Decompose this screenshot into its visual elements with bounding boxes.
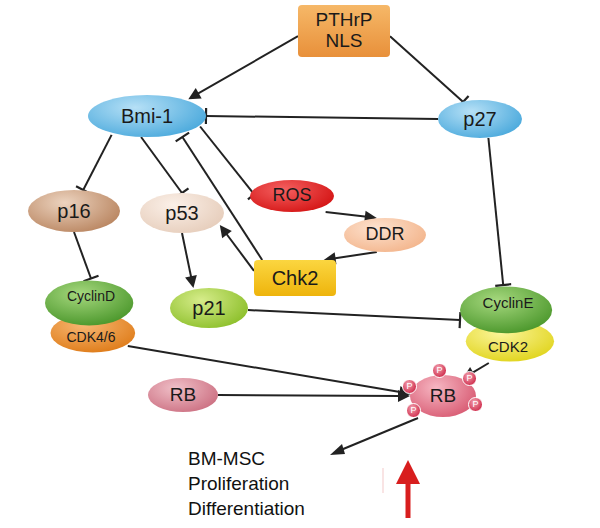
protein-ellipse: p53 bbox=[140, 193, 224, 233]
up-arrow-shaft bbox=[406, 480, 411, 518]
outcome-label: BM-MSC Proliferation Differentiation bbox=[188, 446, 353, 521]
node-label: CDK2 bbox=[488, 339, 528, 364]
phospho-dot: P bbox=[468, 397, 483, 412]
protein-ellipse: p16 bbox=[28, 190, 120, 232]
inhibition-connector bbox=[390, 36, 469, 108]
inhibition-connector bbox=[248, 310, 460, 328]
node-label: CDK4/6 bbox=[66, 330, 115, 353]
result-line bbox=[336, 418, 418, 452]
phospho-dot: P bbox=[432, 363, 447, 378]
node-label: ROS bbox=[272, 186, 311, 206]
phospho-dot: P bbox=[402, 379, 417, 394]
inhibition-connector bbox=[206, 108, 438, 124]
cyclin-complex: CyclinD CDK4/6 bbox=[45, 279, 137, 354]
phospho-label: P bbox=[466, 374, 472, 383]
node-label: p16 bbox=[57, 200, 90, 222]
activation-connector bbox=[218, 390, 410, 402]
phospho-label: P bbox=[410, 406, 416, 415]
activation-connector bbox=[188, 36, 298, 99]
protein-ellipse: DDR bbox=[344, 218, 426, 252]
protein-ellipse: p21 bbox=[170, 288, 248, 328]
inhibition-connector bbox=[141, 137, 188, 198]
stimulus-box: PTHrP NLS bbox=[298, 5, 390, 57]
node-label: Bmi-1 bbox=[121, 105, 173, 127]
inhibition-connector bbox=[488, 138, 511, 286]
inhibition-connector bbox=[74, 232, 99, 281]
activation-connector bbox=[220, 225, 254, 271]
node-label: p21 bbox=[192, 297, 225, 319]
inhibition-connector bbox=[200, 127, 260, 200]
node-label: PTHrP NLS bbox=[309, 10, 379, 52]
protein-ellipse: Bmi-1 bbox=[88, 95, 206, 137]
phospho-label: P bbox=[406, 382, 412, 391]
node-label: RB bbox=[430, 386, 456, 407]
phospho-label: P bbox=[436, 366, 442, 375]
inhibition-connector bbox=[76, 135, 112, 194]
node-label: p53 bbox=[165, 202, 198, 224]
cyclin-complex: CyclinE CDK2 bbox=[460, 285, 556, 363]
phospho-label: P bbox=[472, 400, 478, 409]
protein-ellipse: RB bbox=[148, 378, 218, 412]
node-label: p27 bbox=[463, 108, 496, 130]
ros-ellipse: ROS bbox=[250, 180, 334, 212]
node-label: CyclinD bbox=[67, 279, 115, 304]
node-label: Chk2 bbox=[272, 267, 319, 289]
node-label: RB bbox=[170, 385, 196, 406]
result-head bbox=[330, 444, 345, 455]
phospho-dot: P bbox=[462, 371, 477, 386]
kinase-box: Chk2 bbox=[254, 260, 336, 296]
protein-ellipse: p27 bbox=[438, 100, 522, 138]
protein-ellipse: RBPPPPP bbox=[410, 375, 476, 417]
phospho-dot: P bbox=[406, 403, 421, 418]
node-label: CyclinE bbox=[483, 285, 534, 312]
activation-connector bbox=[182, 233, 197, 288]
node-label: DDR bbox=[366, 225, 405, 245]
thin-mark bbox=[383, 468, 384, 493]
up-arrow-head bbox=[396, 460, 420, 484]
